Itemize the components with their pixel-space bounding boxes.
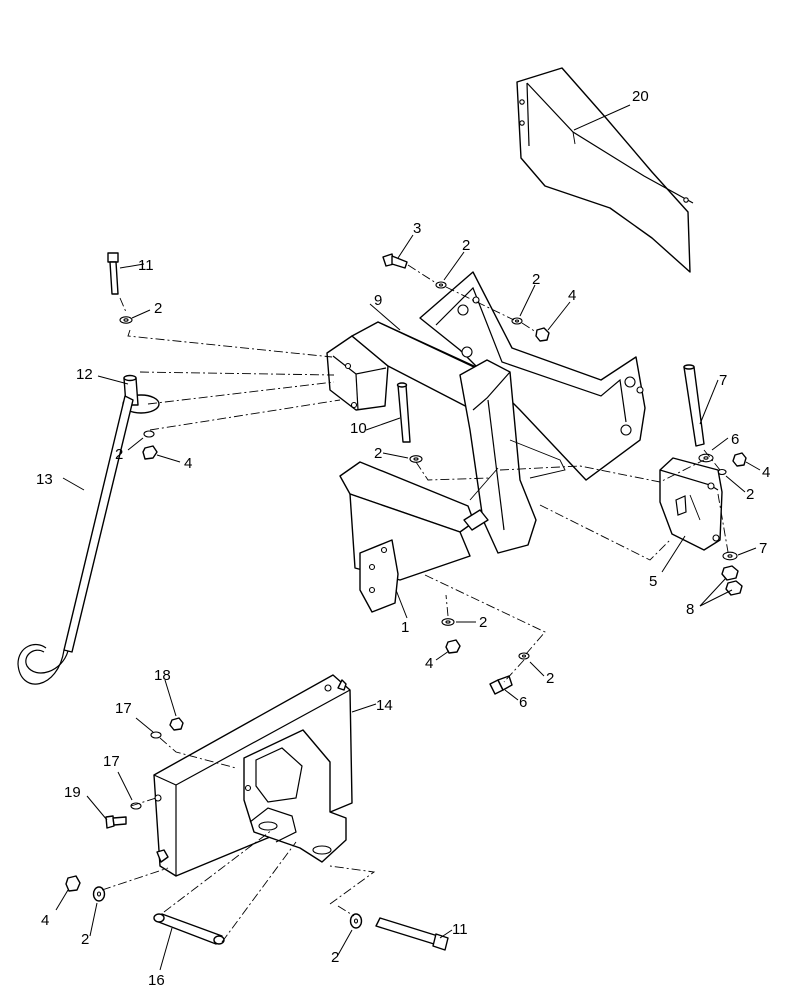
callout-7: 6	[731, 431, 739, 448]
callout-4: 4	[41, 912, 49, 929]
callout-2: 2	[546, 670, 554, 687]
callout-20: 20	[632, 88, 649, 105]
callout-2: 2	[154, 300, 162, 317]
callout-2: 2	[81, 931, 89, 948]
callout-2: 2	[115, 446, 123, 463]
bracket-part-15	[153, 674, 353, 877]
callout-15: 14	[376, 697, 393, 714]
callout-7: 7	[759, 540, 767, 557]
callout-19: 19	[64, 784, 81, 801]
callout-2: 2	[532, 271, 540, 288]
callout-9: 8	[686, 601, 694, 618]
callout-17: 17	[115, 700, 132, 717]
callout-2: 2	[746, 486, 754, 503]
callout-16: 16	[148, 972, 165, 989]
alignment-lines	[101, 264, 729, 943]
fasteners-lower	[65, 717, 449, 951]
callout-3: 3	[413, 220, 421, 237]
callout-5: 5	[649, 573, 657, 590]
callout-14: 13	[36, 471, 53, 488]
fasteners-middle	[441, 618, 530, 695]
callout-17: 17	[103, 753, 120, 770]
callout-11: 11	[452, 921, 468, 938]
shield-part-20	[516, 67, 694, 273]
callout-labels: 20 3 2 2 4 11 2 9 12 10 2 7 6 4 2 7 5 8 …	[36, 88, 770, 989]
callout-1: 1	[401, 619, 409, 636]
callout-4: 4	[184, 455, 192, 472]
bolt-part-12	[107, 252, 133, 324]
callout-12: 11	[138, 257, 154, 274]
callout-11: 10	[350, 420, 367, 437]
callout-4: 4	[568, 287, 576, 304]
callout-2: 2	[462, 237, 470, 254]
callout-2: 2	[374, 445, 382, 462]
callout-13: 12	[76, 366, 93, 383]
hook-rod-part-14	[17, 374, 160, 685]
callout-2: 2	[479, 614, 487, 631]
callout-8: 7	[719, 372, 727, 389]
frame-part-10	[326, 271, 646, 613]
callout-2: 2	[331, 949, 339, 966]
bracket-part-5	[659, 364, 747, 596]
callout-4: 4	[762, 464, 770, 481]
callout-4: 4	[425, 655, 433, 672]
fasteners-upper	[382, 253, 550, 463]
leader-lines	[55, 104, 761, 971]
callout-18: 18	[154, 667, 171, 684]
callout-number-6: 6	[519, 694, 527, 711]
callout-10: 9	[374, 292, 382, 309]
